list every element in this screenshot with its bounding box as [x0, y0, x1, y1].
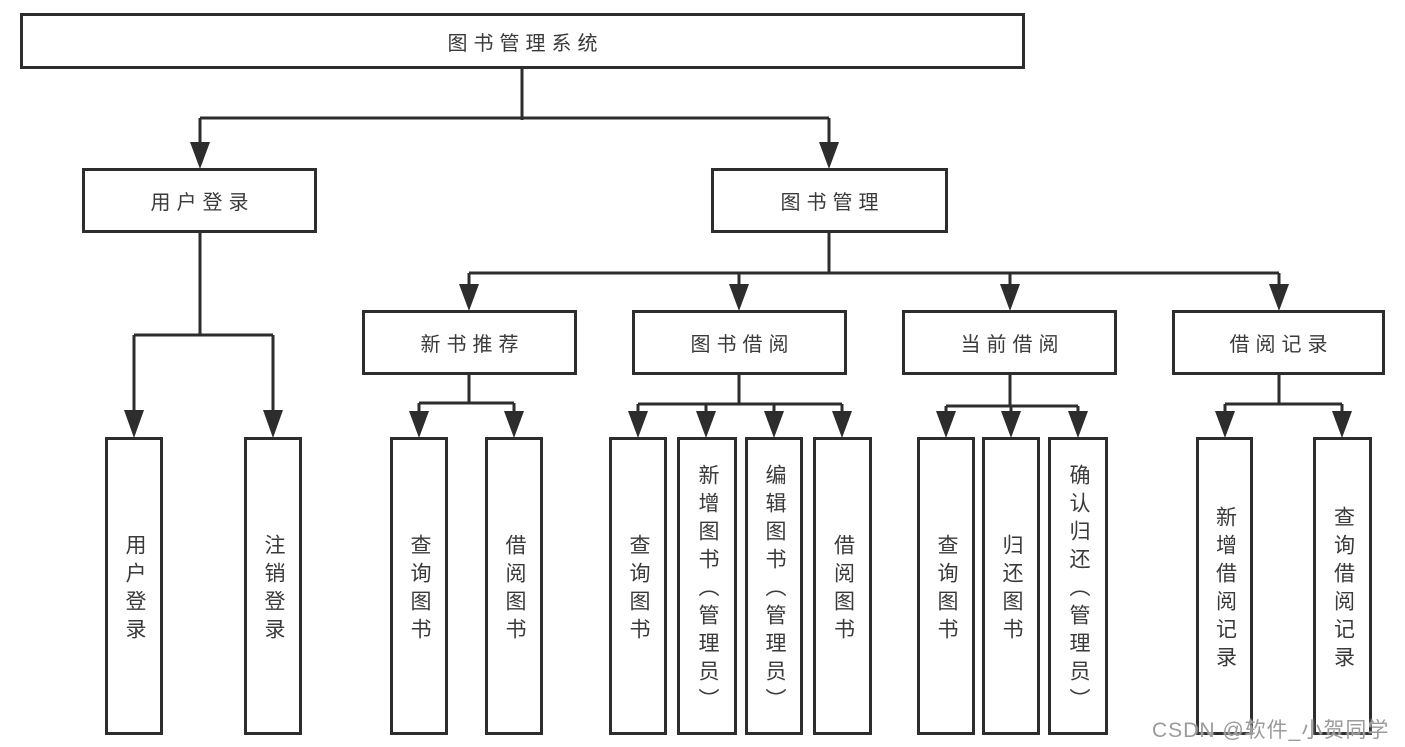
node-library-management-system: 图书管理系统 [20, 13, 1025, 69]
leaf-edit-books-admin: 编辑图书（管理员） [745, 437, 803, 735]
node-label: 编辑图书（管理员） [763, 463, 786, 716]
leaf-query-books-recommend: 查询图书 [390, 437, 448, 735]
node-label: 新增借阅记录 [1213, 505, 1237, 674]
node-label: 借阅图书 [831, 533, 855, 646]
node-borrowing-records: 借阅记录 [1172, 310, 1385, 375]
node-label: 查询图书 [408, 533, 431, 646]
node-label: 图书借阅 [690, 334, 795, 356]
watermark-csdn: CSDN @软件_小贺同学 [1152, 719, 1390, 742]
leaf-confirm-return-admin: 确认归还（管理员） [1048, 437, 1108, 735]
node-label: 查询图书 [935, 533, 958, 646]
node-label: 新书推荐 [420, 334, 525, 356]
node-book-management: 图书管理 [711, 168, 948, 233]
leaf-logout-login: 注销登录 [244, 437, 302, 735]
node-label: 新增图书（管理员） [696, 463, 719, 716]
node-label: 查询图书 [627, 533, 650, 646]
leaf-add-books-admin: 新增图书（管理员） [677, 437, 737, 735]
node-label: 图书管理系统 [447, 32, 604, 55]
node-label: 用户登录 [150, 192, 255, 214]
leaf-borrow-books-recommend: 借阅图书 [485, 437, 543, 735]
node-label: 借阅图书 [503, 533, 526, 646]
leaf-return-books: 归还图书 [982, 437, 1040, 735]
node-label: 归还图书 [1000, 533, 1023, 646]
node-new-book-recommend: 新书推荐 [362, 310, 577, 375]
node-label: 当前借阅 [960, 334, 1065, 356]
node-label: 用户登录 [123, 533, 146, 646]
node-current-borrowing: 当前借阅 [902, 310, 1117, 375]
node-label: 确认归还（管理员） [1067, 463, 1090, 716]
leaf-query-books-borrowing: 查询图书 [609, 437, 667, 735]
leaf-query-books-current: 查询图书 [917, 437, 975, 735]
node-label: 图书管理 [780, 192, 885, 214]
leaf-add-borrow-record: 新增借阅记录 [1196, 437, 1253, 735]
node-label: 查询借阅记录 [1331, 505, 1355, 674]
leaf-borrow-books-borrowing: 借阅图书 [813, 437, 872, 735]
node-user-login: 用户登录 [82, 168, 317, 233]
leaf-user-login: 用户登录 [105, 437, 163, 735]
node-book-borrowing: 图书借阅 [632, 310, 847, 375]
node-label: 注销登录 [262, 533, 285, 646]
node-label: 借阅记录 [1229, 334, 1334, 356]
leaf-query-borrow-record: 查询借阅记录 [1313, 437, 1372, 735]
